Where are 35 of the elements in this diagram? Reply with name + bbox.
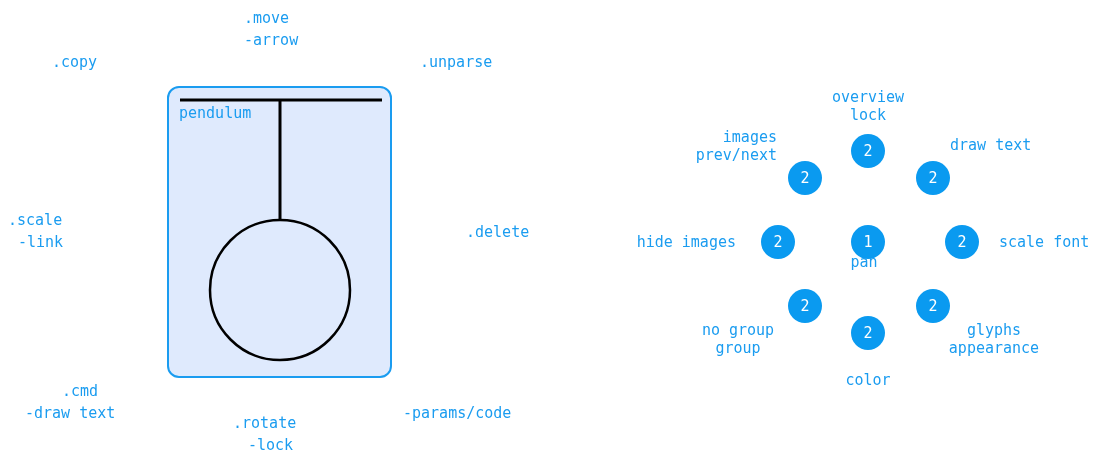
command-label: -arrow [244, 31, 299, 49]
action-label: overview [831, 88, 905, 106]
numbered-circle: 2 [788, 289, 822, 323]
command-label: -draw text [25, 404, 116, 422]
action-label: prev/next [695, 146, 777, 164]
command-label: .move [244, 9, 290, 27]
action-label: glyphs [965, 321, 1023, 339]
action-label: appearance [948, 339, 1040, 357]
action-label: scale font [999, 233, 1090, 251]
command-label: .scale [8, 211, 63, 229]
action-label: group [714, 339, 762, 357]
action-label: images [721, 128, 777, 146]
command-label: .copy [52, 53, 98, 71]
numbered-circle: 2 [916, 289, 950, 323]
command-label: .cmd [62, 382, 99, 400]
action-label: color [845, 371, 891, 389]
object-name: pendulum [179, 104, 252, 122]
command-label: -lock [248, 436, 294, 454]
action-label: hide images [636, 233, 736, 251]
command-label: -link [18, 233, 64, 251]
numbered-circle: 2 [851, 316, 885, 350]
numbered-circle: 2 [788, 161, 822, 195]
numbered-circle: 2 [916, 161, 950, 195]
action-label: draw text [950, 136, 1032, 154]
command-label: .delete [466, 223, 530, 241]
action-label: lock [848, 106, 888, 124]
object-frame [167, 86, 392, 378]
numbered-circle: 2 [761, 225, 795, 259]
numbered-circle: 2 [945, 225, 979, 259]
command-label: -params/code [403, 404, 512, 422]
action-label: no group [701, 321, 775, 339]
numbered-circle: 1 [851, 225, 885, 259]
numbered-circle: 2 [851, 134, 885, 168]
command-label: .rotate [233, 414, 297, 432]
command-label: .unparse [420, 53, 493, 71]
